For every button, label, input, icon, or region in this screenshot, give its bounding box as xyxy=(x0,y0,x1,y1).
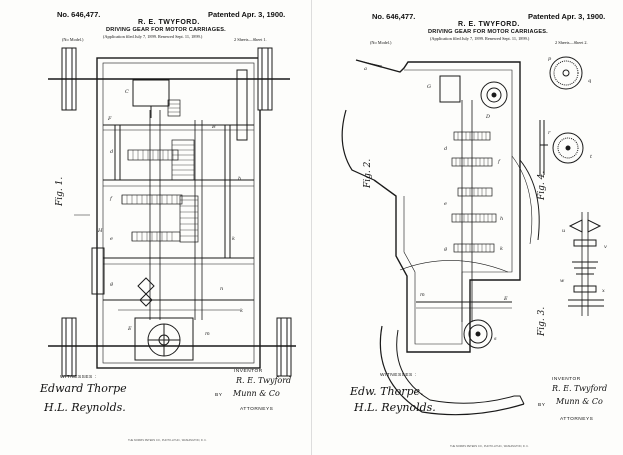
svg-text:x: x xyxy=(602,288,605,294)
fig-1-label: Fig. 1. xyxy=(55,176,65,206)
application-dates: (Application filed July 7, 1899. Renewed… xyxy=(430,36,530,41)
attorney-signature: Munn & Co xyxy=(233,389,280,398)
svg-text:k: k xyxy=(500,246,503,252)
svg-text:k: k xyxy=(240,308,243,314)
sheet-1: No. 646,477. Patented Apr. 3, 1900. R. E… xyxy=(0,0,311,455)
svg-text:r: r xyxy=(548,130,551,136)
svg-text:f: f xyxy=(497,159,501,165)
sheet-count: 2 Sheets—Sheet 1. xyxy=(234,37,267,42)
inventor-name: R. E. TWYFORD. xyxy=(138,19,200,26)
svg-text:E: E xyxy=(127,326,132,332)
sheet-2: No. 646,477. Patented Apr. 3, 1900. R. E… xyxy=(312,0,623,455)
svg-text:m: m xyxy=(205,331,210,337)
lithographer-footer: THE NORRIS PETERS CO., PHOTO-LITHO., WAS… xyxy=(128,439,207,442)
svg-text:G: G xyxy=(427,84,431,90)
by-label: BY xyxy=(538,403,546,408)
svg-text:B: B xyxy=(211,124,216,130)
svg-text:h: h xyxy=(238,176,241,182)
patent-title: DRIVING GEAR FOR MOTOR CARRIAGES. xyxy=(106,27,226,33)
svg-text:D: D xyxy=(485,114,490,120)
witness-signature-1: Edward Thorpe xyxy=(40,382,127,395)
patent-number: No. 646,477. xyxy=(372,12,416,21)
patent-date: Patented Apr. 3, 1900. xyxy=(208,10,286,19)
svg-text:C: C xyxy=(125,89,129,95)
witness-signature-2: H.L. Reynolds. xyxy=(44,401,126,414)
witness-signature-1: Edw. Thorpe. xyxy=(350,385,424,398)
sheet-divider xyxy=(311,0,312,455)
svg-text:w: w xyxy=(560,278,565,284)
svg-text:n: n xyxy=(220,286,223,292)
fig-2-label: Fig. 2. xyxy=(363,158,373,188)
svg-text:e: e xyxy=(444,201,447,207)
svg-text:H: H xyxy=(97,228,103,234)
by-label: BY xyxy=(215,393,223,398)
svg-text:g: g xyxy=(110,281,113,287)
svg-text:d: d xyxy=(444,146,447,152)
svg-text:t: t xyxy=(590,154,593,160)
patent-title: DRIVING GEAR FOR MOTOR CARRIAGES. xyxy=(428,29,548,35)
svg-text:d: d xyxy=(110,149,113,155)
svg-text:v: v xyxy=(604,244,607,250)
witnesses-label: WITNESSES : xyxy=(380,373,417,378)
inventor-label: INVENTOR xyxy=(234,369,263,374)
svg-text:q: q xyxy=(588,78,591,84)
inventor-signature: R. E. Twyford xyxy=(236,376,292,385)
svg-text:m: m xyxy=(420,292,425,298)
witnesses-label: WITNESSES : xyxy=(60,375,97,380)
model-note: (No Model.) xyxy=(370,40,392,45)
lithographer-footer: THE NORRIS PETERS CO., PHOTO-LITHO., WAS… xyxy=(450,445,529,448)
svg-text:e: e xyxy=(110,236,113,242)
svg-text:p: p xyxy=(548,56,552,62)
svg-text:s: s xyxy=(494,336,497,342)
svg-text:k: k xyxy=(232,236,235,242)
svg-text:F: F xyxy=(107,116,112,122)
svg-text:u: u xyxy=(562,228,565,234)
inventor-name: R. E. TWYFORD. xyxy=(458,21,520,28)
fig-1-plan-drawing: C Fd f Bh e k g nEm Hk xyxy=(48,47,296,377)
witness-signature-2: H.L. Reynolds. xyxy=(354,401,436,414)
svg-text:h: h xyxy=(500,216,503,222)
svg-text:g: g xyxy=(444,246,447,252)
svg-text:E: E xyxy=(503,296,508,302)
inventor-signature: R. E. Twyford xyxy=(552,384,608,393)
attorneys-label: ATTORNEYS xyxy=(560,417,594,422)
svg-text:f: f xyxy=(109,196,113,202)
attorneys-label: ATTORNEYS xyxy=(240,407,274,412)
patent-number: No. 646,477. xyxy=(57,10,101,19)
patent-date: Patented Apr. 3, 1900. xyxy=(528,12,606,21)
fig-4-label: Fig. 4. xyxy=(537,170,547,200)
svg-text:a: a xyxy=(364,66,367,72)
attorney-signature: Munn & Co xyxy=(556,397,603,406)
application-dates: (Application filed July 7, 1899. Renewed… xyxy=(103,34,203,39)
inventor-label: INVENTOR xyxy=(552,377,581,382)
model-note: (No Model.) xyxy=(62,37,84,42)
fig-2-3-4-drawings: aG D d f e h g k mEs p q r t u v w x xyxy=(341,56,607,416)
fig-3-label: Fig. 3. xyxy=(537,306,547,336)
sheet-count: 2 Sheets—Sheet 2. xyxy=(555,40,588,45)
